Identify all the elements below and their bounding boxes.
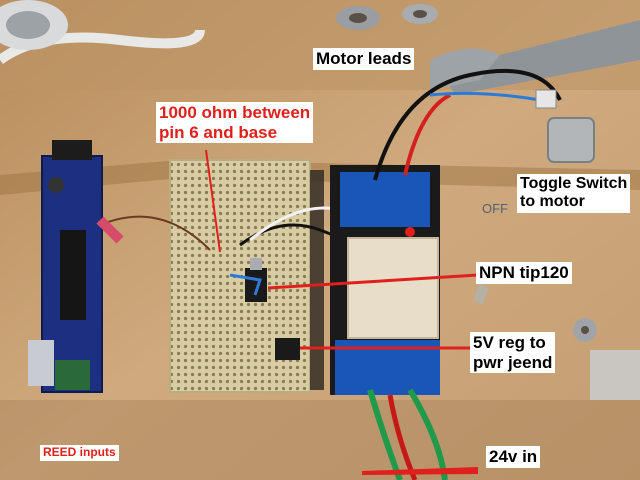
relay-indicator bbox=[405, 227, 415, 237]
supply-annotation: 24v in bbox=[486, 446, 541, 468]
tip120-tab bbox=[250, 258, 262, 270]
washer-right-hole bbox=[581, 326, 589, 334]
washer-top-right-hole bbox=[413, 10, 427, 18]
wire-red-heatshrink bbox=[96, 216, 124, 244]
motor-lead-black bbox=[373, 68, 562, 181]
perfboard-shadow bbox=[310, 170, 324, 390]
resistor-annotation: 1000 ohm between pin 6 and base bbox=[156, 102, 314, 144]
npn-text: NPN tip120 bbox=[479, 263, 569, 282]
supply-text: 24v in bbox=[489, 447, 538, 466]
pointer-24v bbox=[362, 467, 478, 475]
wire-brown bbox=[99, 215, 211, 251]
washer-top-left-hole bbox=[349, 13, 367, 23]
toggle-switch-line2: to motor bbox=[520, 193, 585, 211]
small-board bbox=[55, 360, 90, 390]
crystal bbox=[28, 340, 54, 386]
motor-leads-annotation: Motor leads bbox=[313, 48, 415, 70]
vreg-line2: pwr jeend bbox=[473, 352, 553, 372]
motor-lead-red bbox=[403, 93, 451, 176]
tip120 bbox=[245, 268, 267, 302]
motor-leads-text: Motor leads bbox=[316, 49, 412, 68]
reed-inputs-text: REED inputs bbox=[43, 445, 116, 459]
motor-lead-blue bbox=[429, 91, 541, 102]
ic-chip bbox=[60, 230, 86, 320]
header-pins bbox=[52, 140, 92, 160]
toggle-switch bbox=[547, 117, 595, 163]
relay-cover bbox=[347, 237, 439, 339]
relay-base-top bbox=[340, 172, 430, 227]
reset-button bbox=[48, 177, 64, 193]
vreg-annotation: 5V reg to pwr jeend bbox=[470, 332, 556, 374]
wrench bbox=[440, 20, 640, 95]
board-bottom-shade bbox=[0, 400, 640, 480]
wire-blue bbox=[229, 273, 262, 296]
syringe bbox=[590, 350, 640, 400]
toggle-lever bbox=[535, 89, 557, 109]
pointer-resistor bbox=[205, 149, 221, 253]
pointer-npn bbox=[267, 273, 479, 290]
resistor-annotation-line1: 1000 ohm between bbox=[159, 103, 311, 122]
reed-inputs-annotation: REED inputs bbox=[40, 445, 119, 461]
regulator bbox=[275, 338, 300, 360]
npn-annotation: NPN tip120 bbox=[476, 262, 572, 284]
tubing-left-shadow bbox=[6, 11, 50, 39]
resistor-annotation-line2: pin 6 and base bbox=[159, 122, 278, 142]
wrench-head bbox=[430, 48, 500, 90]
toggle-switch-line1: Toggle Switch bbox=[520, 175, 628, 192]
screw bbox=[473, 283, 489, 305]
toggle-switch-annotation: Toggle Switch to motor bbox=[517, 174, 631, 213]
pencil-off-text: OFF bbox=[482, 201, 508, 216]
vreg-line1: 5V reg to bbox=[473, 333, 546, 352]
